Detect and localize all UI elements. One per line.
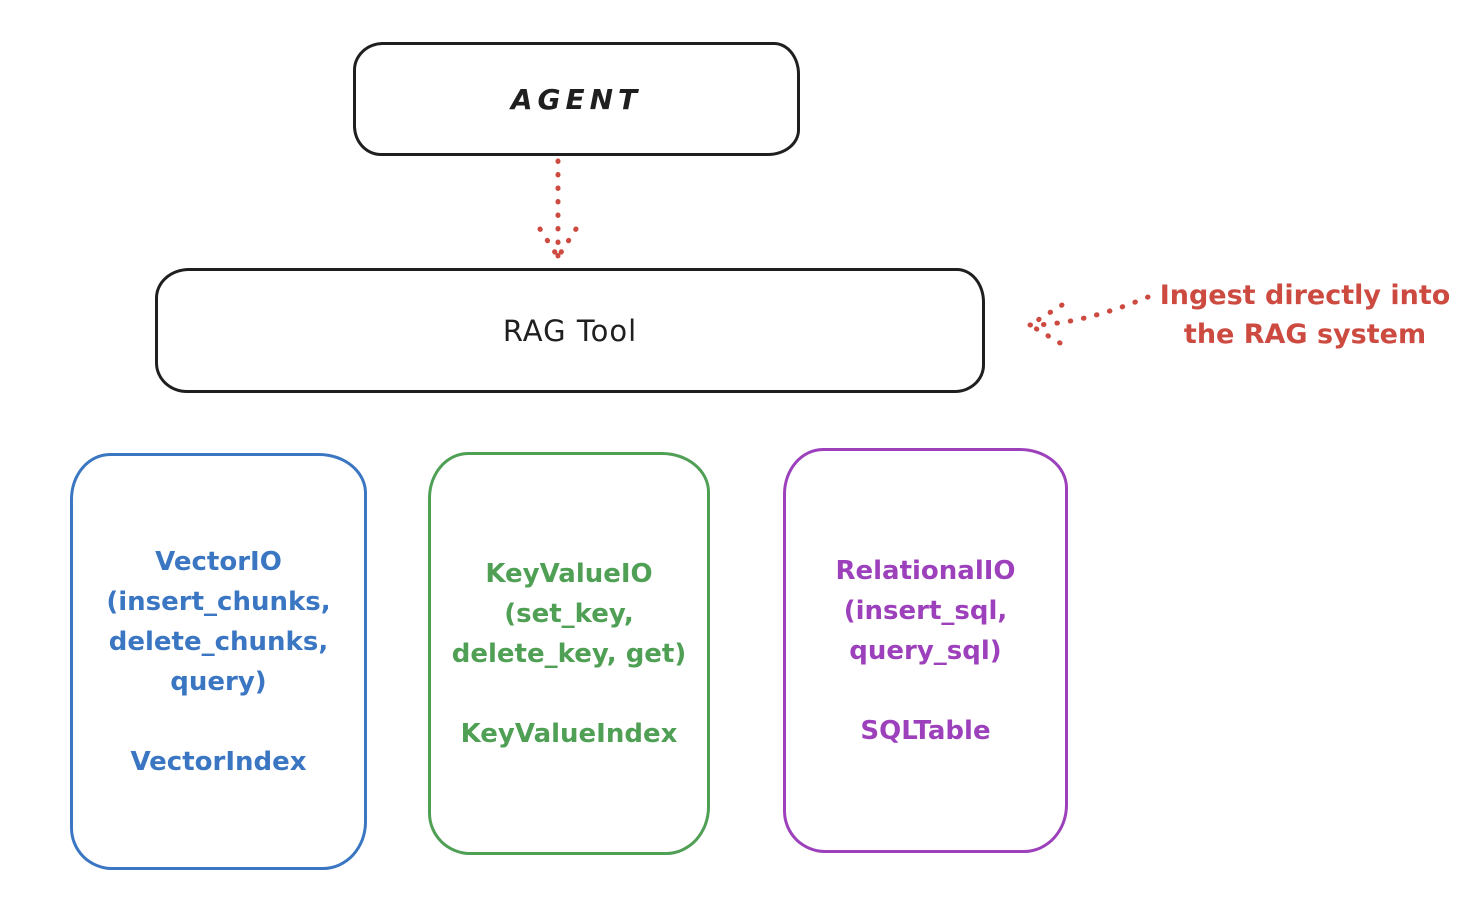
- store-line: delete_chunks,: [108, 626, 329, 657]
- store-line: RelationalIO: [835, 555, 1016, 586]
- store-text-keyvalueio: KeyValueIO (set_key, delete_key, get) Ke…: [452, 554, 687, 754]
- ingest-annotation: Ingest directly into the RAG system: [1135, 276, 1475, 354]
- store-line: VectorIO: [155, 546, 282, 577]
- store-line: query): [170, 666, 267, 697]
- store-box-relationalio: RelationalIO (insert_sql, query_sql) SQL…: [783, 448, 1068, 853]
- store-line: (insert_chunks,: [106, 586, 331, 617]
- store-text-vectorio: VectorIO (insert_chunks, delete_chunks, …: [106, 542, 330, 782]
- dotted-arrow-left-icon: [1027, 294, 1151, 346]
- rag-tool-label: RAG Tool: [502, 313, 638, 348]
- store-index-label: KeyValueIndex: [460, 718, 678, 749]
- store-box-vectorio: VectorIO (insert_chunks, delete_chunks, …: [70, 453, 367, 870]
- rag-tool-box: RAG Tool: [155, 268, 985, 393]
- agent-label: AGENT: [510, 82, 643, 116]
- store-line: query_sql): [849, 635, 1002, 666]
- store-line: (set_key,: [504, 598, 634, 629]
- store-box-keyvalueio: KeyValueIO (set_key, delete_key, get) Ke…: [428, 452, 710, 855]
- store-line: (insert_sql,: [843, 595, 1008, 626]
- store-line: delete_key, get): [451, 638, 687, 669]
- store-line: KeyValueIO: [485, 558, 653, 589]
- store-text-relationalio: RelationalIO (insert_sql, query_sql) SQL…: [835, 551, 1015, 751]
- dotted-arrow-down-icon: [537, 158, 579, 260]
- store-index-label: SQLTable: [860, 715, 991, 746]
- ingest-annotation-line2: the RAG system: [1183, 319, 1427, 350]
- ingest-annotation-line1: Ingest directly into: [1159, 280, 1451, 311]
- store-index-label: VectorIndex: [130, 746, 307, 777]
- agent-box: AGENT: [353, 42, 800, 156]
